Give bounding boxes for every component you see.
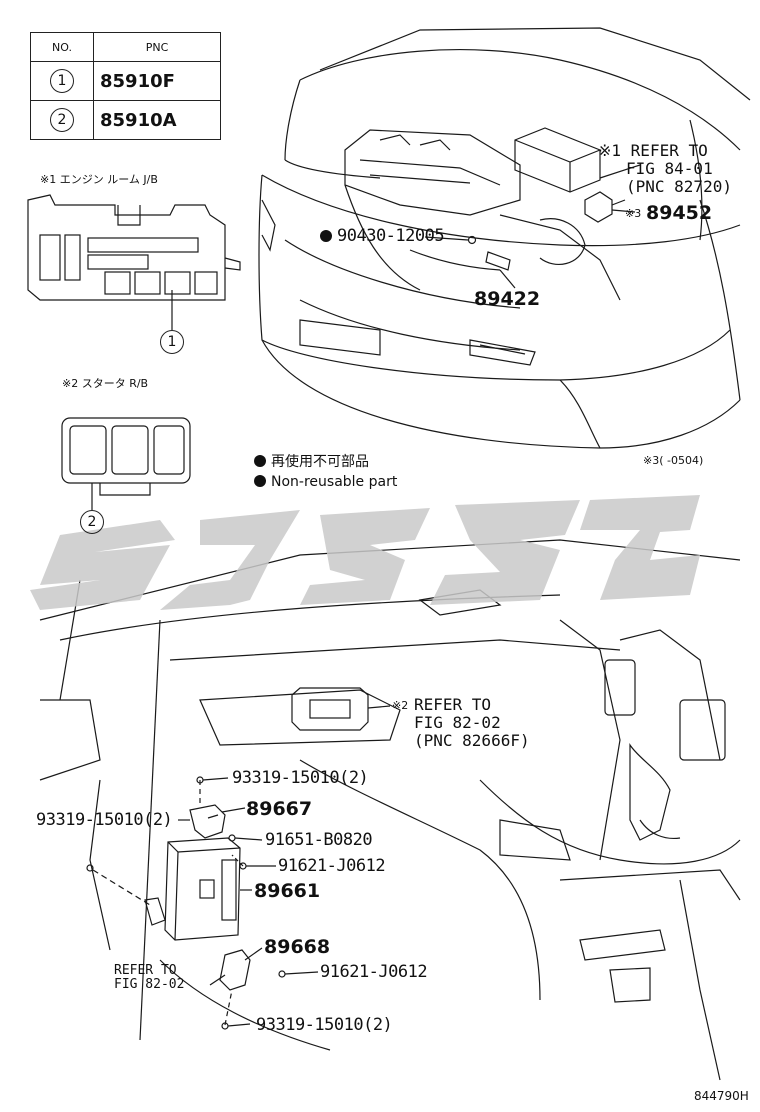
callout-1: 1 (160, 330, 184, 354)
engine-room-jb-drawing (27, 194, 241, 330)
refer-fig-82-02: REFER TO FIG 82-02 (114, 963, 185, 992)
part-91621-j0612-lower: 91621-J0612 (320, 962, 428, 982)
pnc-table-header: NO. PNC (30, 32, 221, 62)
header-no: NO. (30, 32, 94, 62)
row-pnc: 85910F (93, 61, 221, 101)
refer-fig-82-02-pnc: REFER TO FIG 82-02 (PNC 82666F) (414, 695, 530, 750)
table-row: 1 85910F (30, 61, 221, 101)
part-89422: 89422 (474, 288, 541, 310)
starter-rb-drawing (61, 417, 191, 510)
row-pnc: 85910A (93, 100, 221, 140)
refer-mark-2: ※2 (392, 699, 409, 712)
part-89452: 89452 (646, 202, 713, 224)
part-93319-15010-bottom: 93319-15010(2) (256, 1015, 393, 1035)
note-engine-room-jb: ※1 エンジン ルーム J/B (40, 173, 158, 186)
part-93319-15010-left: 93319-15010(2) (36, 810, 173, 830)
row-number: 2 (50, 108, 74, 132)
row-number: 1 (50, 69, 74, 93)
part-91651-b0820: 91651-B0820 (265, 830, 373, 850)
part-89661: 89661 (254, 880, 321, 902)
figure-id: 844790H (694, 1089, 749, 1103)
pnc-table: NO. PNC 1 85910F 2 85910A (30, 32, 221, 140)
refer-fig-84-01: ※1 REFER TO FIG 84-01 (PNC 82720) (598, 141, 732, 196)
note-starter-rb: ※2 スタータ R/B (62, 377, 149, 390)
table-row: 2 85910A (30, 100, 221, 140)
callout-2: 2 (80, 510, 104, 534)
legend-jp: 再使用不可部品 (254, 455, 369, 469)
part-90430-12005: 90430-12005 (320, 228, 445, 245)
part-89452-mark: ※3 (625, 207, 642, 220)
part-89668: 89668 (264, 936, 331, 958)
part-89667: 89667 (246, 798, 313, 820)
legend-en: Non-reusable part (254, 475, 397, 489)
part-91621-j0612-upper: 91621-J0612 (278, 856, 386, 876)
header-pnc: PNC (93, 32, 221, 62)
vehicle-front-drawing (258, 27, 751, 449)
note-date-range: ※3( -0504) (643, 454, 704, 467)
part-93319-15010-top: 93319-15010(2) (232, 768, 369, 788)
